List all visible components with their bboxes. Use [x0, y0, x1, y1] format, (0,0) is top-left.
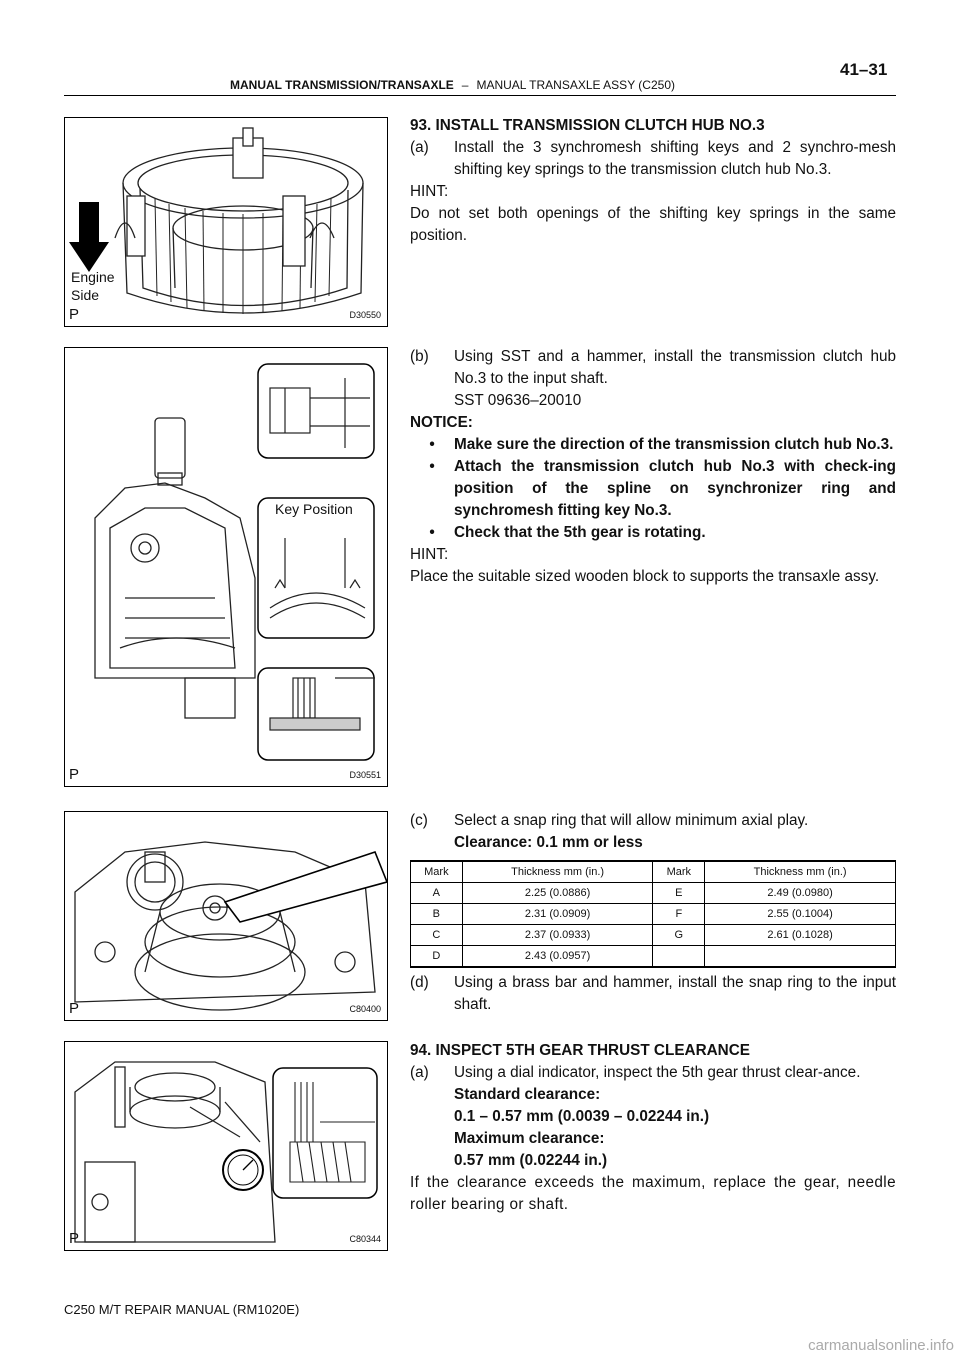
header-separator: –	[461, 78, 469, 92]
clearance-spec: Clearance: 0.1 mm or less	[454, 834, 643, 851]
figure-p-mark: P	[69, 766, 80, 783]
notice-item: •Make sure the direction of the transmis…	[410, 434, 896, 456]
table-row: C 2.37 (0.0933) G 2.61 (0.1028)	[410, 924, 896, 946]
table-cell: 2.49 (0.0980)	[704, 882, 896, 904]
figure-dial-indicator: P C80344	[64, 1041, 388, 1251]
watermark: carmanualsonline.info	[808, 1337, 954, 1354]
transaxle-sst-illustration	[94, 363, 375, 761]
figure-p-mark: P	[69, 1000, 80, 1017]
step-93a: (a) Install the 3 synchromesh shifting k…	[410, 137, 896, 181]
table-cell: 2.43 (0.0957)	[461, 945, 654, 968]
table-header: Mark	[410, 860, 463, 883]
header-subsection: MANUAL TRANSAXLE ASSY (C250)	[476, 78, 675, 92]
figure-code: D30550	[349, 310, 381, 320]
step-94a-text: Using a dial indicator, inspect the 5th …	[454, 1064, 861, 1081]
step-93d: (d) Using a brass bar and hammer, instal…	[410, 972, 896, 1016]
step-93c-text: Select a snap ring that will allow minim…	[454, 812, 809, 829]
figure-code: C80400	[349, 1004, 381, 1014]
table-cell: 2.55 (0.1004)	[704, 903, 896, 925]
snap-ring-illustration	[74, 841, 387, 1011]
figure-code: C80344	[349, 1234, 381, 1244]
table-cell: B	[410, 903, 463, 925]
table-header-row: Mark Thickness mm (in.) Mark Thickness m…	[410, 860, 896, 883]
table-cell: F	[652, 903, 706, 925]
page-number: 41–31	[840, 60, 888, 79]
sst-number: SST 09636–20010	[454, 392, 582, 409]
step-93b-block: (b) Using SST and a hammer, install the …	[410, 346, 896, 588]
table-cell: E	[652, 882, 706, 904]
step-94-block: 94. INSPECT 5TH GEAR THRUST CLEARANCE (a…	[410, 1040, 896, 1216]
maximum-clearance-value: 0.57 mm (0.02244 in.)	[454, 1152, 608, 1169]
notice-label: NOTICE:	[410, 414, 473, 431]
hint2-label: HINT:	[410, 546, 449, 563]
running-header: MANUAL TRANSMISSION/TRANSAXLE–MANUAL TRA…	[230, 78, 675, 92]
step-93d-label: (d)	[410, 974, 429, 991]
header-section: MANUAL TRANSMISSION/TRANSAXLE	[230, 78, 454, 92]
notice-text: Attach the transmission clutch hub No.3 …	[454, 458, 896, 519]
step-93b-text: Using SST and a hammer, install the tran…	[454, 348, 896, 387]
step-94a: (a) Using a dial indicator, inspect the …	[410, 1062, 896, 1084]
step-93c: (c) Select a snap ring that will allow m…	[410, 810, 896, 832]
table-cell: 2.25 (0.0886)	[461, 882, 654, 904]
table-row: B 2.31 (0.0909) F 2.55 (0.1004)	[410, 903, 896, 925]
notice-item: •Check that the 5th gear is rotating.	[410, 522, 896, 544]
table-cell: A	[410, 882, 463, 904]
standard-clearance-label: Standard clearance:	[454, 1086, 601, 1103]
table-cell: C	[410, 924, 463, 946]
table-cell	[652, 945, 706, 968]
notice-item: •Attach the transmission clutch hub No.3…	[410, 456, 896, 522]
table-cell: D	[410, 945, 463, 968]
figure-snap-ring: P C80400	[64, 811, 388, 1021]
step-93-block: 93. INSTALL TRANSMISSION CLUTCH HUB NO.3…	[410, 115, 896, 247]
step-93c-label: (c)	[410, 812, 428, 829]
table-header: Mark	[652, 860, 706, 883]
key-position-label: Key Position	[275, 501, 353, 517]
table-cell	[704, 945, 896, 968]
step-93c-block: (c) Select a snap ring that will allow m…	[410, 810, 896, 854]
step-93b-label: (b)	[410, 348, 429, 365]
table-header: Thickness mm (in.)	[461, 860, 654, 883]
table-cell: 2.37 (0.0933)	[461, 924, 654, 946]
step-94a-label: (a)	[410, 1064, 429, 1081]
figure-code: D30551	[349, 770, 381, 780]
manual-footer: C250 M/T REPAIR MANUAL (RM1020E)	[64, 1302, 300, 1317]
figure-p-mark: P	[69, 1230, 80, 1247]
dial-indicator-illustration	[74, 1061, 378, 1243]
hint-label: HINT:	[410, 183, 449, 200]
step-93b: (b) Using SST and a hammer, install the …	[410, 346, 896, 390]
maximum-clearance-label: Maximum clearance:	[454, 1130, 605, 1147]
standard-clearance-value: 0.1 – 0.57 mm (0.0039 – 0.02244 in.)	[454, 1108, 710, 1125]
figure-p-mark: P	[69, 306, 80, 323]
step-93-title: 93. INSTALL TRANSMISSION CLUTCH HUB NO.3	[410, 117, 765, 134]
step-93d-block: (d) Using a brass bar and hammer, instal…	[410, 972, 896, 1016]
table-row: A 2.25 (0.0886) E 2.49 (0.0980)	[410, 882, 896, 904]
figure-transaxle-sst: Key Position P D30551	[64, 347, 388, 787]
step-94-title: 94. INSPECT 5TH GEAR THRUST CLEARANCE	[410, 1042, 750, 1059]
closing-instruction: If the clearance exceeds the maximum, re…	[410, 1174, 896, 1213]
hint-text: Do not set both openings of the shifting…	[410, 205, 896, 244]
clutch-hub-illustration	[69, 127, 364, 314]
step-93a-label: (a)	[410, 139, 429, 156]
notice-text: Check that the 5th gear is rotating.	[454, 524, 706, 541]
notice-text: Make sure the direction of the transmiss…	[454, 436, 894, 453]
table-cell: 2.31 (0.0909)	[461, 903, 654, 925]
table-row: D 2.43 (0.0957)	[410, 945, 896, 968]
hint2-text: Place the suitable sized wooden block to…	[410, 568, 880, 585]
snap-ring-table: Mark Thickness mm (in.) Mark Thickness m…	[410, 860, 896, 968]
table-cell: 2.61 (0.1028)	[704, 924, 896, 946]
table-header: Thickness mm (in.)	[704, 860, 896, 883]
step-93d-text: Using a brass bar and hammer, install th…	[454, 974, 896, 1013]
step-93a-text: Install the 3 synchromesh shifting keys …	[454, 139, 896, 178]
table-cell: G	[652, 924, 706, 946]
header-rule	[64, 95, 896, 96]
